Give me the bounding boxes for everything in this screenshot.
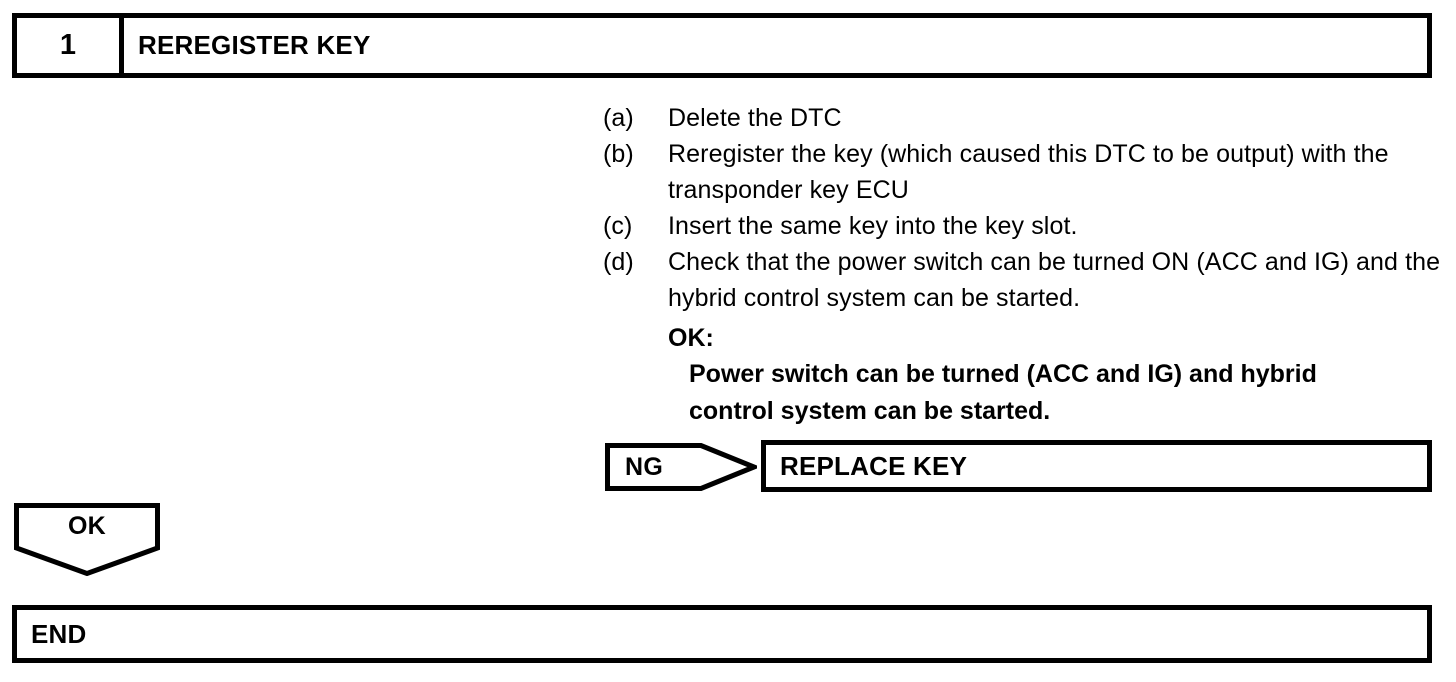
ng-label: NG xyxy=(625,452,664,481)
end-box: END xyxy=(12,605,1432,663)
list-item: (b) Reregister the key (which caused thi… xyxy=(603,136,1443,208)
instruction-label-a: (a) xyxy=(603,104,634,132)
replace-key-box: REPLACE KEY xyxy=(761,440,1432,492)
right-arrow-shape-icon xyxy=(605,443,757,491)
ng-arrow-tag: NG xyxy=(605,443,757,491)
step-title: REREGISTER KEY xyxy=(138,30,371,60)
instruction-label-d: (d) xyxy=(603,248,634,276)
instruction-text-b: Reregister the key (which caused this DT… xyxy=(668,140,1389,204)
instruction-text-a: Delete the DTC xyxy=(668,104,842,132)
list-item: (c) Insert the same key into the key slo… xyxy=(603,208,1443,244)
list-item: (d) Check that the power switch can be t… xyxy=(603,244,1443,316)
instruction-label-b: (b) xyxy=(603,140,634,168)
ok-arrow-tag: OK xyxy=(14,503,160,576)
instruction-text-c: Insert the same key into the key slot. xyxy=(668,212,1078,240)
instruction-list: (a) Delete the DTC (b) Reregister the ke… xyxy=(603,100,1443,430)
instruction-label-c: (c) xyxy=(603,212,633,240)
ok-label: OK xyxy=(67,511,107,540)
ng-branch: NG xyxy=(605,443,757,491)
step-header-box: 1 REREGISTER KEY xyxy=(12,13,1432,78)
ok-criteria-label: OK: xyxy=(668,324,714,352)
step-number: 1 xyxy=(17,18,124,73)
ok-criteria-detail: Power switch can be turned (ACC and IG) … xyxy=(689,360,1317,425)
instruction-text-d: Check that the power switch can be turne… xyxy=(668,248,1441,312)
down-arrow-shape-icon xyxy=(14,503,160,576)
list-item: (a) Delete the DTC xyxy=(603,100,1443,136)
